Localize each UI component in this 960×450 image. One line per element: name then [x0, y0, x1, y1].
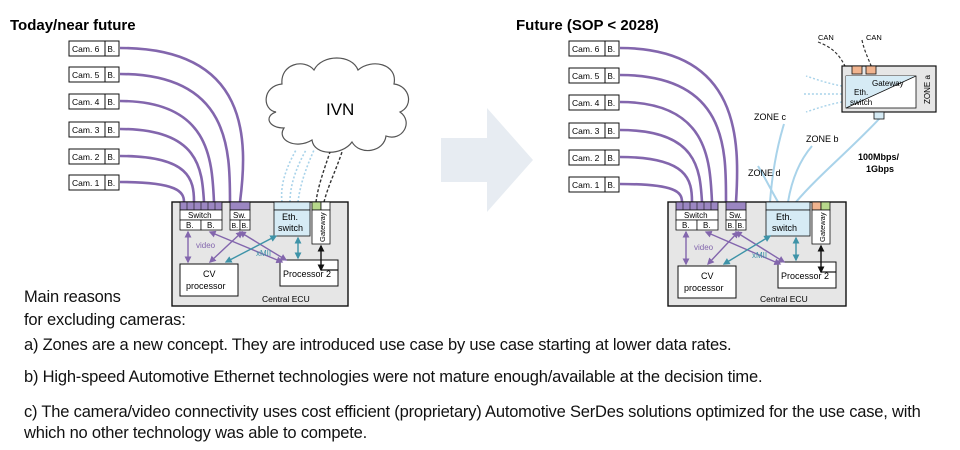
- xmii-label: xMII: [256, 249, 271, 258]
- camera-cables: [119, 46, 245, 203]
- eth-switch-label-2: switch: [278, 223, 303, 233]
- ivn-label: IVN: [326, 100, 354, 119]
- zone-a-ecu: CAN CAN Gateway Eth. switch ZONE a: [804, 33, 937, 120]
- svg-text:processor: processor: [186, 281, 226, 291]
- svg-text:Cam. 6: Cam. 6: [572, 44, 600, 54]
- svg-text:B.: B.: [608, 127, 616, 136]
- svg-text:B.: B.: [738, 223, 745, 230]
- zone-d-label: ZONE d: [748, 168, 781, 178]
- zone-c-label: ZONE c: [754, 112, 787, 122]
- right-panel: Future (SOP < 2028) ZONE c ZONE b ZONE d…: [516, 17, 937, 307]
- camera-3: Cam. 3 B.: [568, 122, 620, 139]
- camera-4: Cam. 4 B.: [568, 94, 620, 111]
- svg-text:B.: B.: [108, 45, 116, 54]
- zone-b-label: ZONE b: [806, 134, 839, 144]
- svg-text:Eth.: Eth.: [854, 88, 868, 97]
- right-camera-cables: [619, 46, 739, 203]
- camera-1: Cam. 1 B.: [568, 176, 620, 193]
- svg-text:Cam. 3: Cam. 3: [72, 125, 100, 135]
- svg-text:B.: B.: [108, 98, 116, 107]
- zone-links: [757, 117, 881, 203]
- svg-text:B.: B.: [108, 153, 116, 162]
- left-cameras: Cam. 6 B. Cam. 5 B. Cam. 4 B. Cam. 3 B. Cam.…: [68, 40, 120, 191]
- svg-text:Cam. 2: Cam. 2: [72, 152, 100, 162]
- left-title: Today/near future: [10, 17, 136, 34]
- camera-6: Cam. 6 B.: [68, 40, 120, 57]
- svg-text:Cam. 2: Cam. 2: [572, 153, 600, 163]
- gateway-label: Gateway: [318, 212, 327, 242]
- svg-text:switch: switch: [850, 98, 872, 107]
- transition-arrow: [441, 108, 533, 212]
- svg-text:Central ECU: Central ECU: [760, 294, 808, 304]
- svg-text:xMII: xMII: [752, 251, 767, 260]
- svg-text:B.: B.: [232, 223, 239, 230]
- left-ivn-links: [280, 149, 343, 203]
- svg-text:Processor 2: Processor 2: [283, 269, 331, 279]
- switch-label: Switch: [188, 211, 212, 220]
- svg-text:B.: B.: [608, 154, 616, 163]
- svg-text:Cam. 5: Cam. 5: [572, 71, 600, 81]
- svg-text:B.: B.: [608, 45, 616, 54]
- svg-text:Cam. 6: Cam. 6: [72, 44, 100, 54]
- svg-text:B.: B.: [608, 99, 616, 108]
- zone-a-label: ZONE a: [923, 75, 932, 104]
- left-central-ecu: Central ECU Switch B. B. Sw. B. B.: [171, 201, 349, 307]
- svg-text:Cam. 4: Cam. 4: [572, 98, 600, 108]
- speed-label-1: 100Mbps/: [858, 152, 900, 162]
- svg-text:Cam. 5: Cam. 5: [72, 70, 100, 80]
- camera-2: Cam. 2 B.: [68, 148, 120, 165]
- svg-text:Cam. 1: Cam. 1: [72, 178, 100, 188]
- svg-text:B.: B.: [682, 221, 690, 230]
- svg-text:B.: B.: [608, 72, 616, 81]
- camera-1: Cam. 1 B.: [68, 174, 120, 191]
- camera-2: Cam. 2 B.: [568, 149, 620, 166]
- svg-text:B.: B.: [703, 221, 711, 230]
- svg-text:CV: CV: [701, 271, 714, 281]
- right-central-ecu: Central ECU Switch B. B. Sw. B. B. Eth. …: [667, 201, 847, 307]
- svg-text:B.: B.: [108, 179, 116, 188]
- central-ecu-label: Central ECU: [262, 294, 310, 304]
- camera-5: Cam. 5 B.: [568, 67, 620, 84]
- camera-5: Cam. 5 B.: [68, 66, 120, 83]
- video-label: video: [196, 241, 216, 250]
- svg-text:Processor 2: Processor 2: [781, 271, 829, 281]
- reason-b: b) High-speed Automotive Ethernet techno…: [24, 368, 763, 386]
- speed-label-2: 1Gbps: [866, 164, 894, 174]
- svg-text:Cam. 4: Cam. 4: [72, 97, 100, 107]
- svg-text:Gateway: Gateway: [872, 79, 904, 88]
- reason-c: c) The camera/video connectivity uses co…: [24, 403, 921, 442]
- svg-text:B.: B.: [186, 221, 194, 230]
- reason-a: a) Zones are a new concept. They are int…: [24, 336, 732, 354]
- svg-text:Sw.: Sw.: [729, 211, 742, 220]
- svg-text:B.: B.: [242, 223, 249, 230]
- svg-text:B.: B.: [608, 181, 616, 190]
- svg-text:Cam. 3: Cam. 3: [572, 126, 600, 136]
- svg-text:Eth.: Eth.: [776, 212, 792, 222]
- svg-text:B.: B.: [207, 221, 215, 230]
- sw-label: Sw.: [233, 211, 246, 220]
- svg-text:B.: B.: [728, 223, 735, 230]
- reasons-heading-2: for excluding cameras:: [24, 311, 186, 329]
- svg-text:switch: switch: [772, 223, 797, 233]
- ivn-cloud: [265, 57, 410, 153]
- svg-text:processor: processor: [684, 283, 724, 293]
- camera-3: Cam. 3 B.: [68, 121, 120, 138]
- left-panel: Today/near future IVN Cam. 6 B. Cam. 5 B. …: [10, 17, 410, 307]
- svg-text:video: video: [694, 243, 714, 252]
- svg-text:CV: CV: [203, 269, 216, 279]
- camera-4: Cam. 4 B.: [68, 93, 120, 110]
- right-title: Future (SOP < 2028): [516, 17, 659, 34]
- can-label-2: CAN: [866, 33, 882, 42]
- eth-switch-label-1: Eth.: [282, 212, 298, 222]
- right-cameras: Cam. 6 B. Cam. 5 B. Cam. 4 B. Cam. 3 B. Cam.…: [568, 40, 620, 193]
- svg-text:Gateway: Gateway: [818, 212, 827, 242]
- svg-text:Switch: Switch: [684, 211, 708, 220]
- svg-text:B.: B.: [108, 126, 116, 135]
- svg-text:Cam. 1: Cam. 1: [572, 180, 600, 190]
- reasons-heading-1: Main reasons: [24, 288, 121, 306]
- camera-6: Cam. 6 B.: [568, 40, 620, 57]
- svg-text:B.: B.: [108, 71, 116, 80]
- can-label-1: CAN: [818, 33, 834, 42]
